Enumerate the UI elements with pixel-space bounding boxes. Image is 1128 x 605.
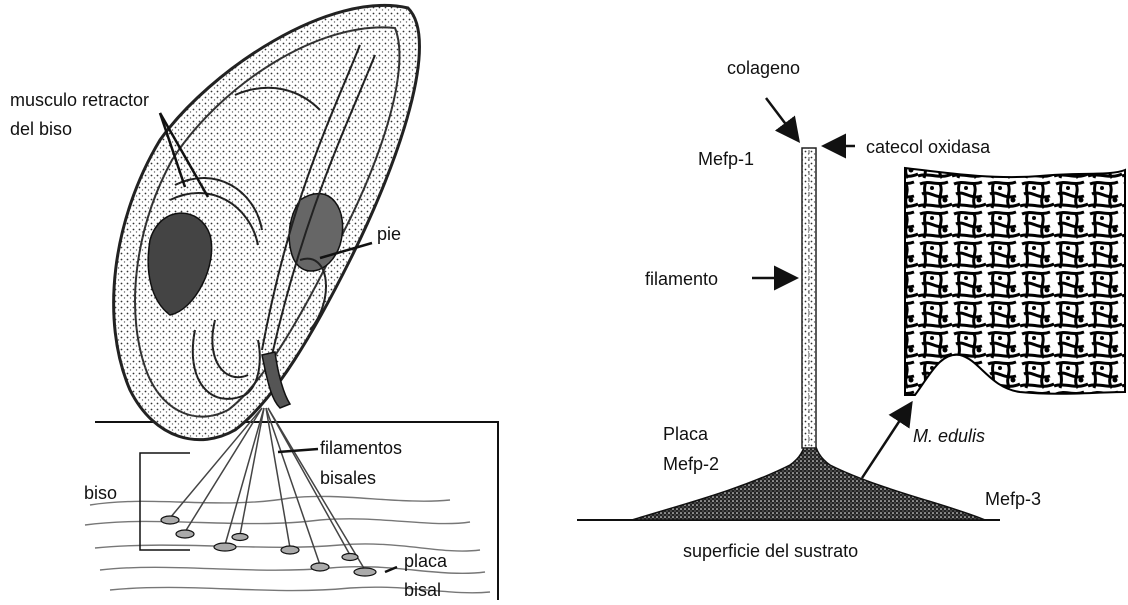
label-threads-line1: filamentos [320, 438, 402, 458]
label-plaque-line1: placa [404, 551, 448, 571]
label-collagen: colageno [727, 58, 800, 78]
label-retractor-line2: del biso [10, 119, 72, 139]
label-plaque-line2: bisal [404, 580, 441, 600]
label-threads-line2: bisales [320, 468, 376, 488]
label-filament: filamento [645, 269, 718, 289]
label-catechol-oxidase: catecol oxidasa [866, 137, 991, 157]
substrate-box [95, 422, 498, 600]
right-panel: colageno catecol oxidasa Mefp-1 filament… [577, 58, 1125, 561]
label-foot: pie [377, 224, 401, 244]
label-mefp3: Mefp-3 [985, 489, 1041, 509]
label-mefp1: Mefp-1 [698, 149, 754, 169]
label-retractor-line1: musculo retractor [10, 90, 149, 110]
adhesive-plaque [632, 440, 985, 520]
foam-micrograph [905, 168, 1125, 395]
label-byssus: biso [84, 483, 117, 503]
left-panel: musculo retractor del biso pie filamento… [10, 5, 498, 600]
label-plaque-line1: Placa [663, 424, 709, 444]
label-species: M. edulis [913, 426, 985, 446]
label-substrate: superficie del sustrato [683, 541, 858, 561]
label-plaque-line2: Mefp-2 [663, 454, 719, 474]
substrate-surface [85, 496, 490, 592]
